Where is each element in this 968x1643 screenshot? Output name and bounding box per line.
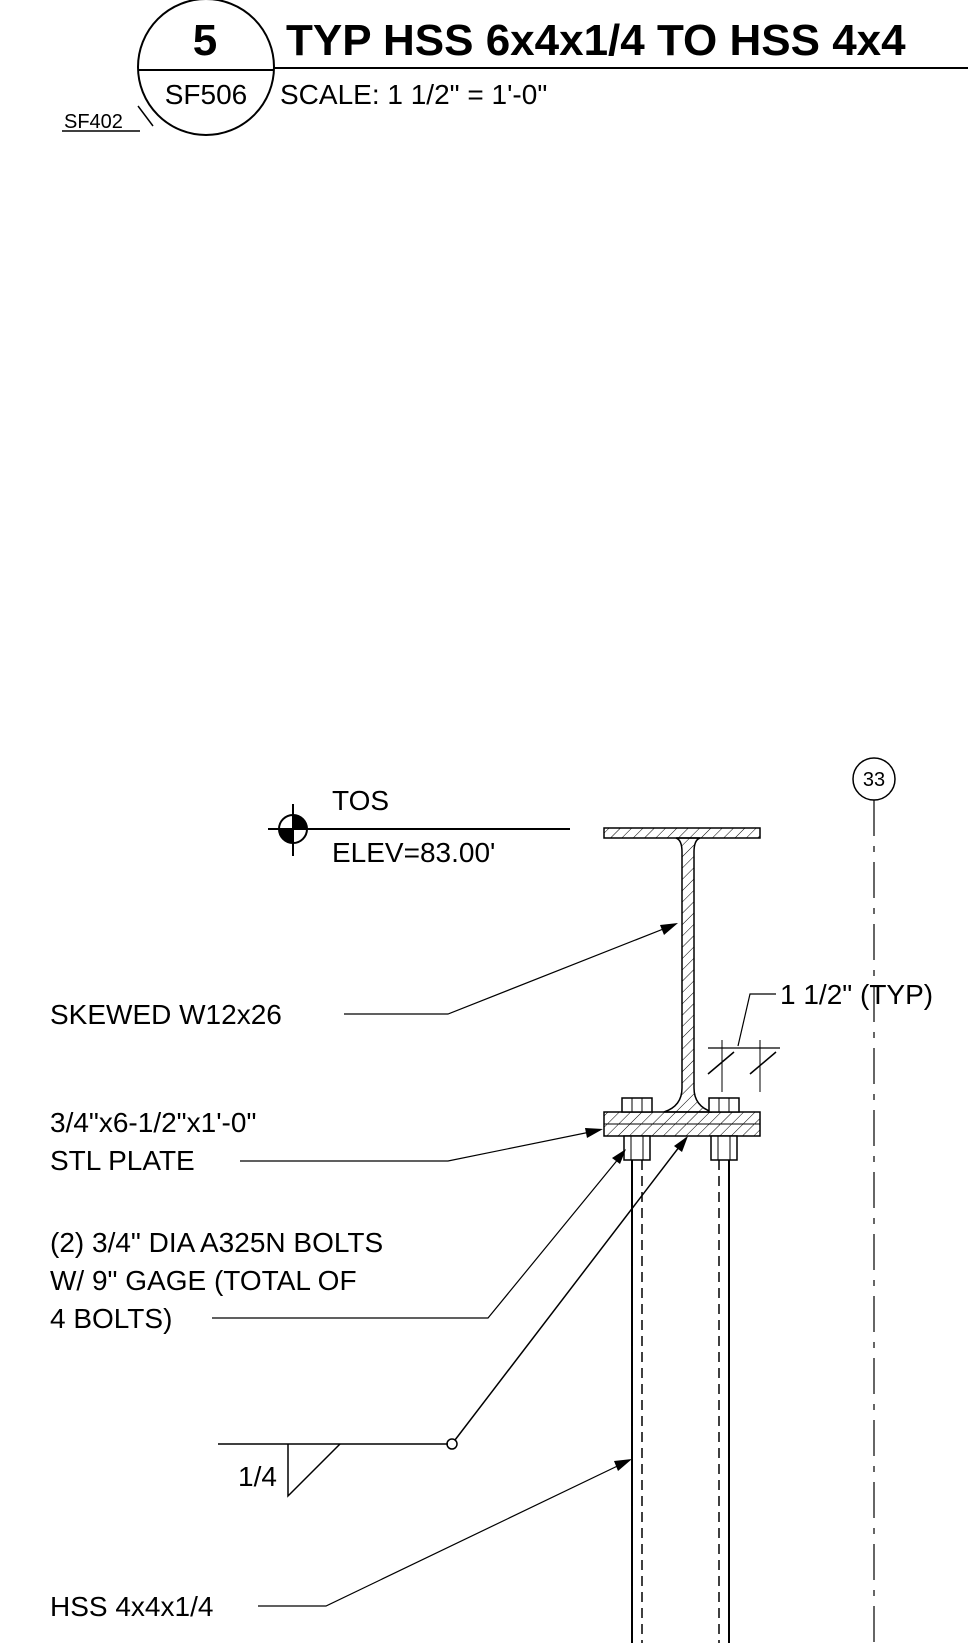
grid-line-33: 33 — [852, 757, 896, 1643]
edge-distance-label: 1 1/2" (TYP) — [780, 979, 933, 1010]
grid-bubble-label: 33 — [863, 769, 885, 791]
detail-scale: SCALE: 1 1/2" = 1'-0" — [280, 79, 547, 110]
detail-title: TYP HSS 6x4x1/4 TO HSS 4x4 — [286, 16, 906, 65]
beam-leader-arrow — [660, 923, 678, 935]
elevation-target-fill — [293, 815, 307, 829]
plate-leader — [240, 1129, 601, 1162]
edge-dimension: 1 1/2" (TYP) — [707, 979, 933, 1092]
beam-web — [663, 837, 713, 1113]
detail-sheet: SF506 — [165, 79, 248, 110]
dim-tick-left — [707, 1051, 735, 1075]
detail-number: 5 — [193, 16, 217, 65]
bolts-leader — [212, 1151, 625, 1319]
bolts-leader-arrow — [612, 1149, 626, 1164]
bolt-left-head — [621, 1097, 653, 1113]
beam-top-flange — [603, 827, 761, 839]
column-leader — [258, 1459, 631, 1607]
callout-bolts: (2) 3/4" DIA A325N BOLTS W/ 9" GAGE (TOT… — [50, 1149, 626, 1334]
plate-leader-arrow — [585, 1128, 603, 1138]
dim-tick-right — [749, 1051, 777, 1075]
plate-label-line1: 3/4"x6-1/2"x1'-0" — [50, 1107, 256, 1138]
elevation-label-top: TOS — [332, 785, 389, 816]
dim-leader — [737, 993, 776, 1047]
callout-beam: SKEWED W12x26 — [50, 923, 678, 1030]
beam-leader — [344, 923, 677, 1015]
column-leader-arrow — [614, 1459, 632, 1471]
weld-all-around-circle — [446, 1438, 458, 1450]
reference-leader — [137, 105, 154, 127]
reference-sheet: SF402 — [64, 111, 123, 133]
bolt-right-head — [708, 1097, 740, 1113]
bolt-left-nut — [623, 1135, 651, 1161]
weld-size-label: 1/4 — [238, 1461, 277, 1492]
weld-arrow-head — [674, 1136, 688, 1152]
weld-fillet-triangle — [287, 1443, 341, 1498]
weld-symbol: 1/4 — [218, 1136, 688, 1498]
plate-label-line2: STL PLATE — [50, 1145, 195, 1176]
detail-marker: 5 SF506 SF402 — [62, 0, 275, 136]
weld-arrow-line — [454, 1137, 687, 1441]
callout-plate: 3/4"x6-1/2"x1'-0" STL PLATE — [50, 1107, 603, 1176]
hss-column — [631, 1160, 730, 1643]
bolts-label-line3: 4 BOLTS) — [50, 1303, 172, 1334]
bolt-right — [708, 1097, 740, 1161]
callout-column: HSS 4x4x1/4 — [50, 1459, 632, 1622]
elevation-target-fill-2 — [279, 829, 293, 843]
bolt-left — [621, 1097, 653, 1161]
beam-label: SKEWED W12x26 — [50, 999, 282, 1030]
bolts-label-line2: W/ 9" GAGE (TOTAL OF — [50, 1265, 357, 1296]
beam-w12x26 — [603, 827, 761, 1113]
elevation-marker: TOS ELEV=83.00' — [268, 785, 570, 868]
column-label: HSS 4x4x1/4 — [50, 1591, 213, 1622]
steel-plate — [603, 1111, 761, 1137]
bolts-label-line1: (2) 3/4" DIA A325N BOLTS — [50, 1227, 383, 1258]
elevation-label-bottom: ELEV=83.00' — [332, 837, 495, 868]
bolt-right-nut — [710, 1135, 738, 1161]
